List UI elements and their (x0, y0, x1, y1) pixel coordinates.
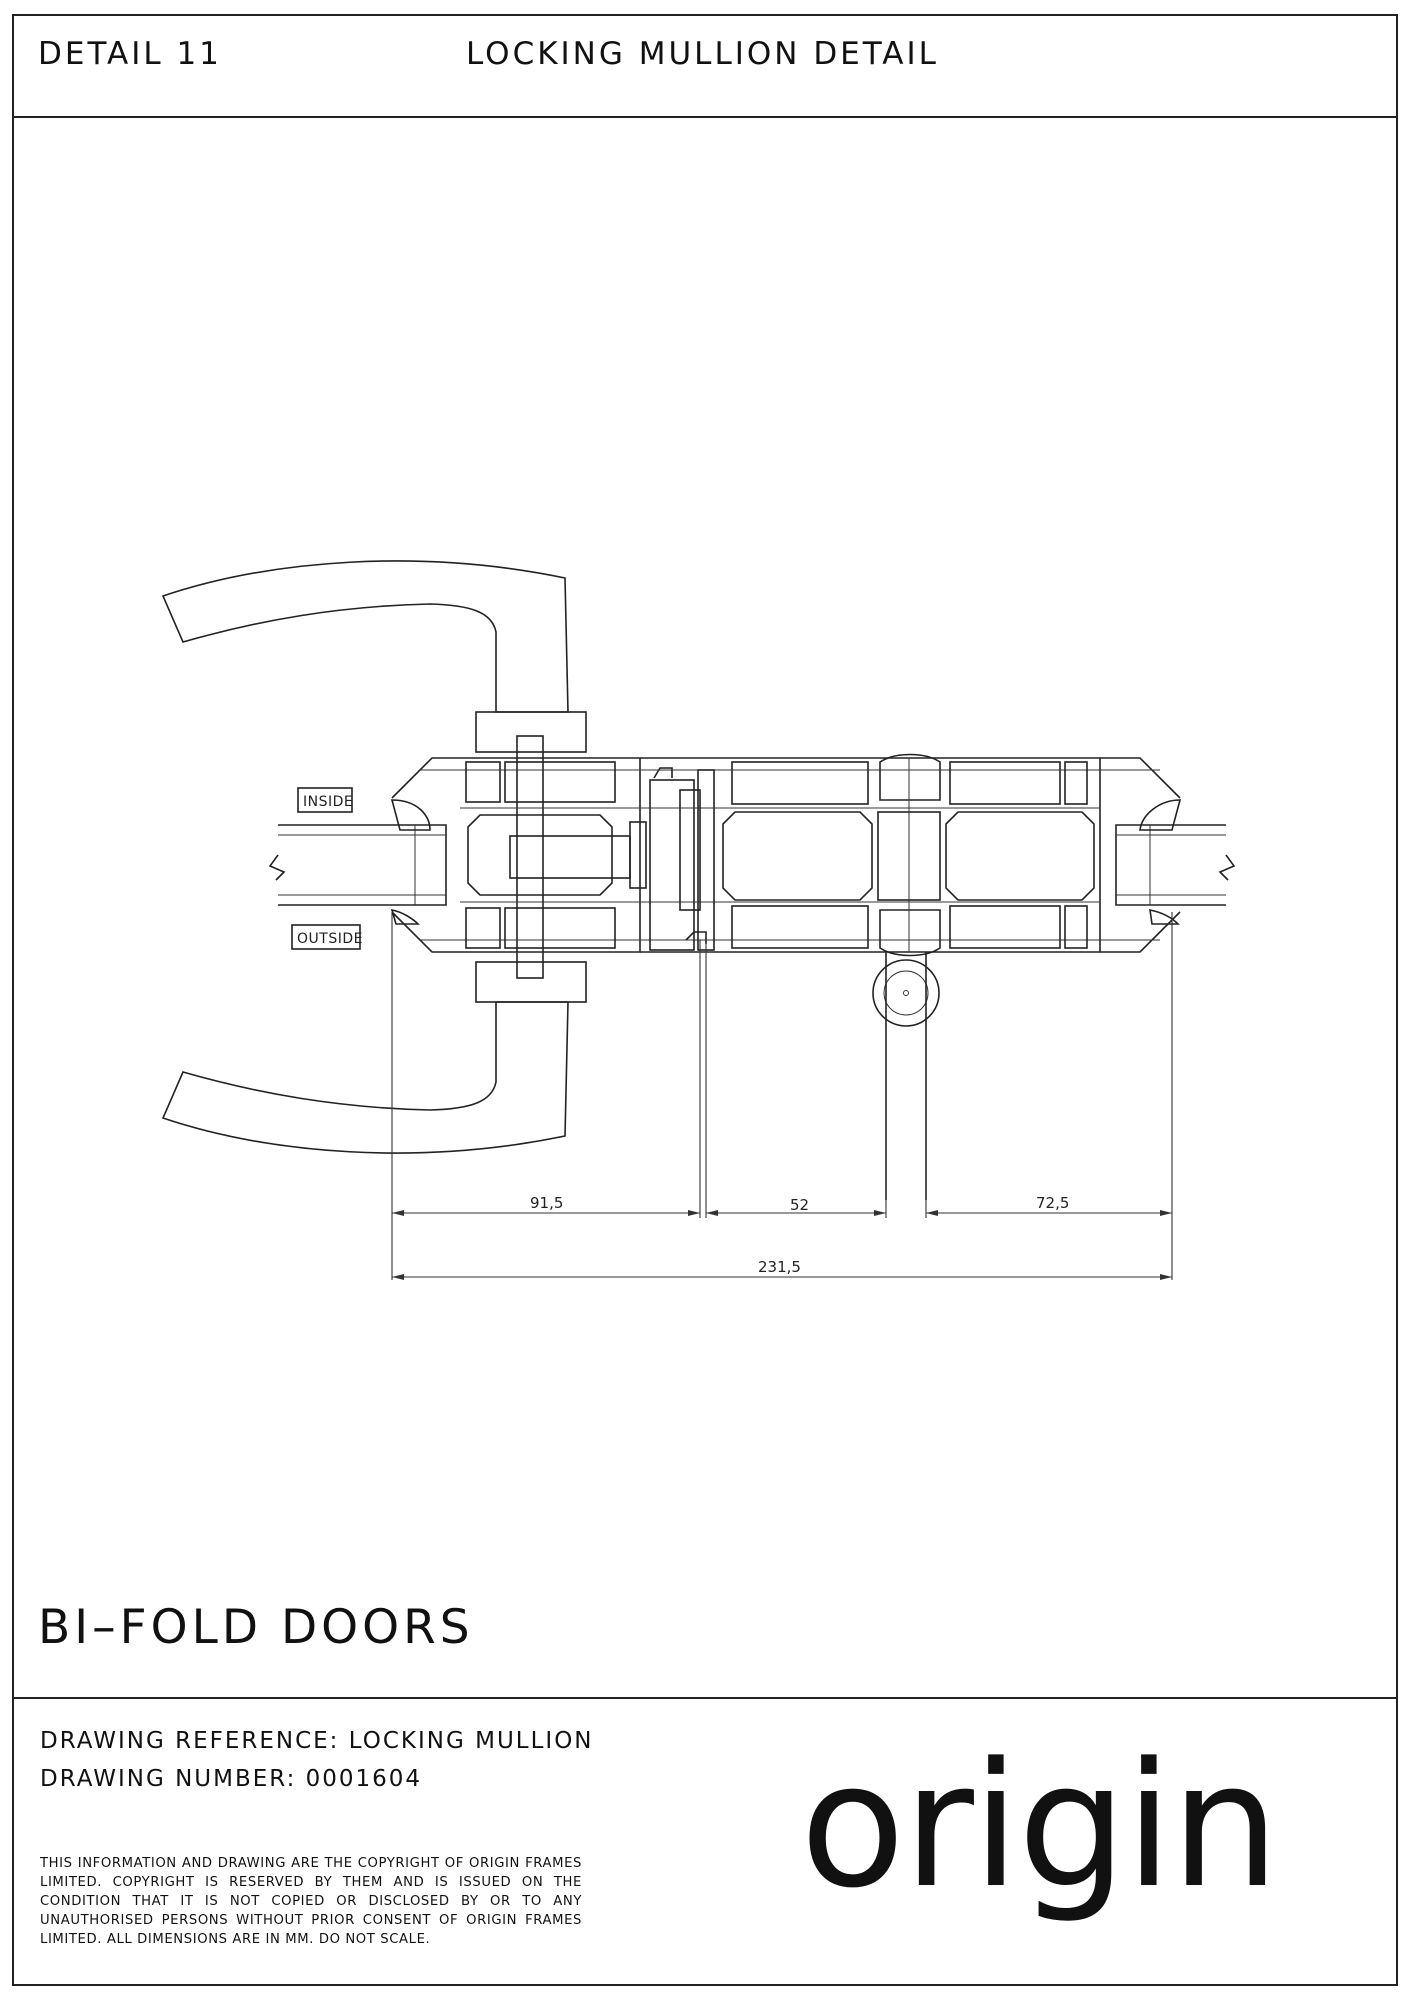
product-name: BI–FOLD DOORS (38, 1600, 474, 1655)
inside-label: INSIDE (303, 794, 353, 810)
drawing-reference: DRAWING REFERENCE: LOCKING MULLION (40, 1728, 594, 1754)
drawing-title: LOCKING MULLION DETAIL (466, 36, 939, 72)
dimension-middle: 52 (790, 1196, 809, 1214)
origin-logo: origin (800, 1725, 1280, 1926)
dimension-overall: 231,5 (758, 1258, 801, 1276)
dimension-right: 72,5 (1036, 1194, 1069, 1212)
dimension-left: 91,5 (530, 1194, 563, 1212)
upper-handle (161, 560, 587, 753)
footer-divider (14, 1697, 1396, 1699)
copyright-notice: THIS INFORMATION AND DRAWING ARE THE COP… (40, 1856, 582, 1947)
left-glass-panel (268, 799, 447, 925)
locking-mechanism (649, 767, 715, 951)
outside-tag: OUTSIDE (291, 924, 363, 950)
extension-lines (391, 912, 1173, 1280)
inside-tag: INSIDE (297, 787, 353, 813)
outside-label: OUTSIDE (297, 931, 363, 947)
drawing-number: DRAWING NUMBER: 0001604 (40, 1766, 423, 1792)
dimension-lines (392, 1210, 1172, 1280)
lower-handle (161, 961, 587, 1154)
profile-chambers (465, 753, 1095, 957)
frame-profile (391, 757, 1181, 953)
right-glass-panel (1115, 799, 1236, 925)
header-divider (14, 116, 1396, 118)
detail-number: DETAIL 11 (38, 36, 222, 72)
handle-spindle (516, 735, 544, 979)
drawing-sheet-border (12, 14, 1398, 1986)
hinge-knuckle (872, 952, 940, 1200)
